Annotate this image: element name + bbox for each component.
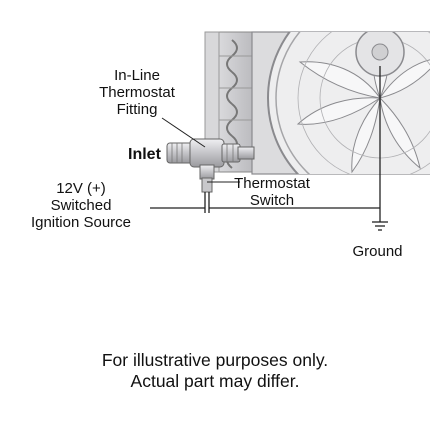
label-line: Switch (249, 192, 295, 209)
label-line: Ignition Source (30, 214, 132, 231)
label-inlet: Inlet (128, 146, 161, 163)
label-ground: Ground (352, 243, 403, 260)
label-line: In-Line (114, 67, 160, 84)
fan-shroud (251, 31, 430, 175)
disclaimer-line: Actual part may differ. (130, 371, 300, 391)
thermostat-switch (199, 164, 215, 193)
label-line: Fitting (116, 101, 158, 118)
label-inline-thermostat-fitting: In-Line Thermostat Fitting (92, 67, 182, 118)
label-thermostat-switch: Thermostat Switch (232, 175, 312, 209)
disclaimer-line: For illustrative purposes only. (101, 350, 329, 370)
label-line: Thermostat (234, 175, 310, 192)
label-power-source: 12V (+) Switched Ignition Source (12, 180, 150, 231)
label-line: 12V (+) (56, 180, 106, 197)
ground-symbol (372, 221, 388, 231)
disclaimer: For illustrative purposes only. Actual p… (0, 350, 430, 392)
inline-thermostat-fitting (166, 138, 255, 168)
fan-assembly (267, 32, 430, 174)
wiring (150, 66, 381, 222)
label-line: Switched (50, 197, 112, 214)
leader-lines (161, 117, 240, 183)
label-line: Thermostat (99, 84, 175, 101)
